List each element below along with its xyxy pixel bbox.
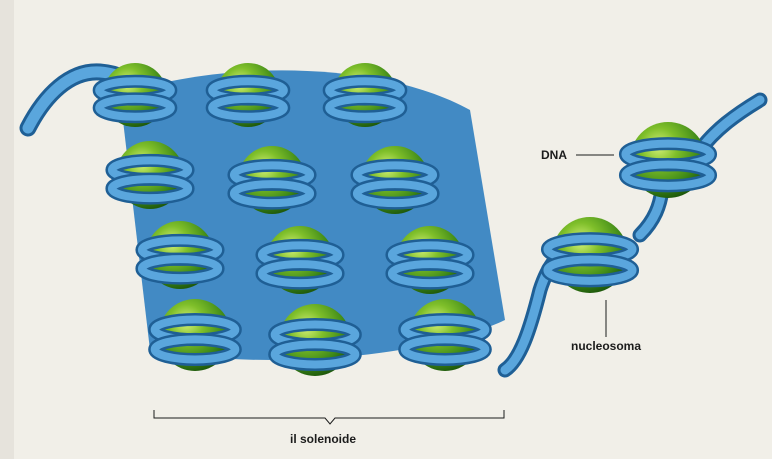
nucleosome	[547, 217, 632, 293]
solenoid-label: il solenoide	[290, 432, 356, 446]
solenoid-bracket	[154, 410, 504, 424]
dna-label: DNA	[541, 148, 567, 162]
nucleosome	[625, 122, 710, 198]
left-panel-shade	[0, 0, 14, 459]
nucleosome	[329, 63, 401, 127]
nucleosome-label: nucleosoma	[571, 339, 641, 353]
